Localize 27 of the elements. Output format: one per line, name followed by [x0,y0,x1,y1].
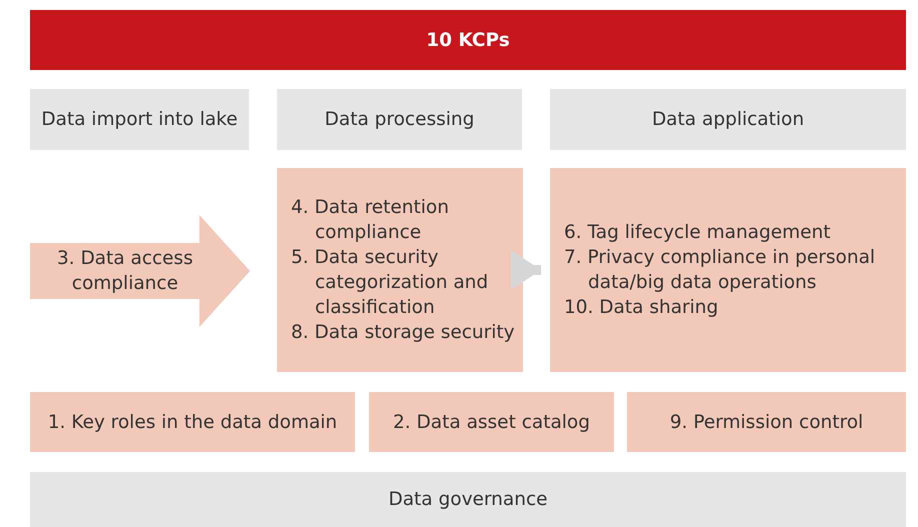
node-text: Data governance [388,488,548,512]
list-item: 5. Data security categorization and classification [291,246,490,320]
base-band [30,472,906,527]
stage-header [550,89,906,150]
arrow-shape [30,215,250,327]
item-box [277,168,523,372]
node-text: 3. Data access compliance [56,247,194,296]
node-text: 9. Permission control [670,410,864,434]
item-box [30,392,355,452]
item-box [550,168,906,372]
arrow [511,250,541,290]
node-text: Data processing [324,108,474,132]
node-text: 2. Data asset catalog [392,410,590,434]
node-text: Data application [652,108,804,132]
item-box [627,392,906,452]
banner-title: 10 KCPs [426,28,510,52]
item-box [369,392,614,452]
node-text: Data import into lake [41,108,238,132]
list-item: 4. Data retention compliance [291,196,450,245]
list-item: 8. Data storage security [291,321,516,345]
node-text: 1. Key roles in the data domain [48,410,338,434]
stage-header [30,89,249,150]
stage-header [277,89,522,150]
list-item: 6. Tag lifecycle management [564,221,832,245]
list-item: 10. Data sharing [564,296,720,320]
title-banner [30,10,906,70]
list-item: 7. Privacy compliance in personal data/big data operations [564,246,876,295]
